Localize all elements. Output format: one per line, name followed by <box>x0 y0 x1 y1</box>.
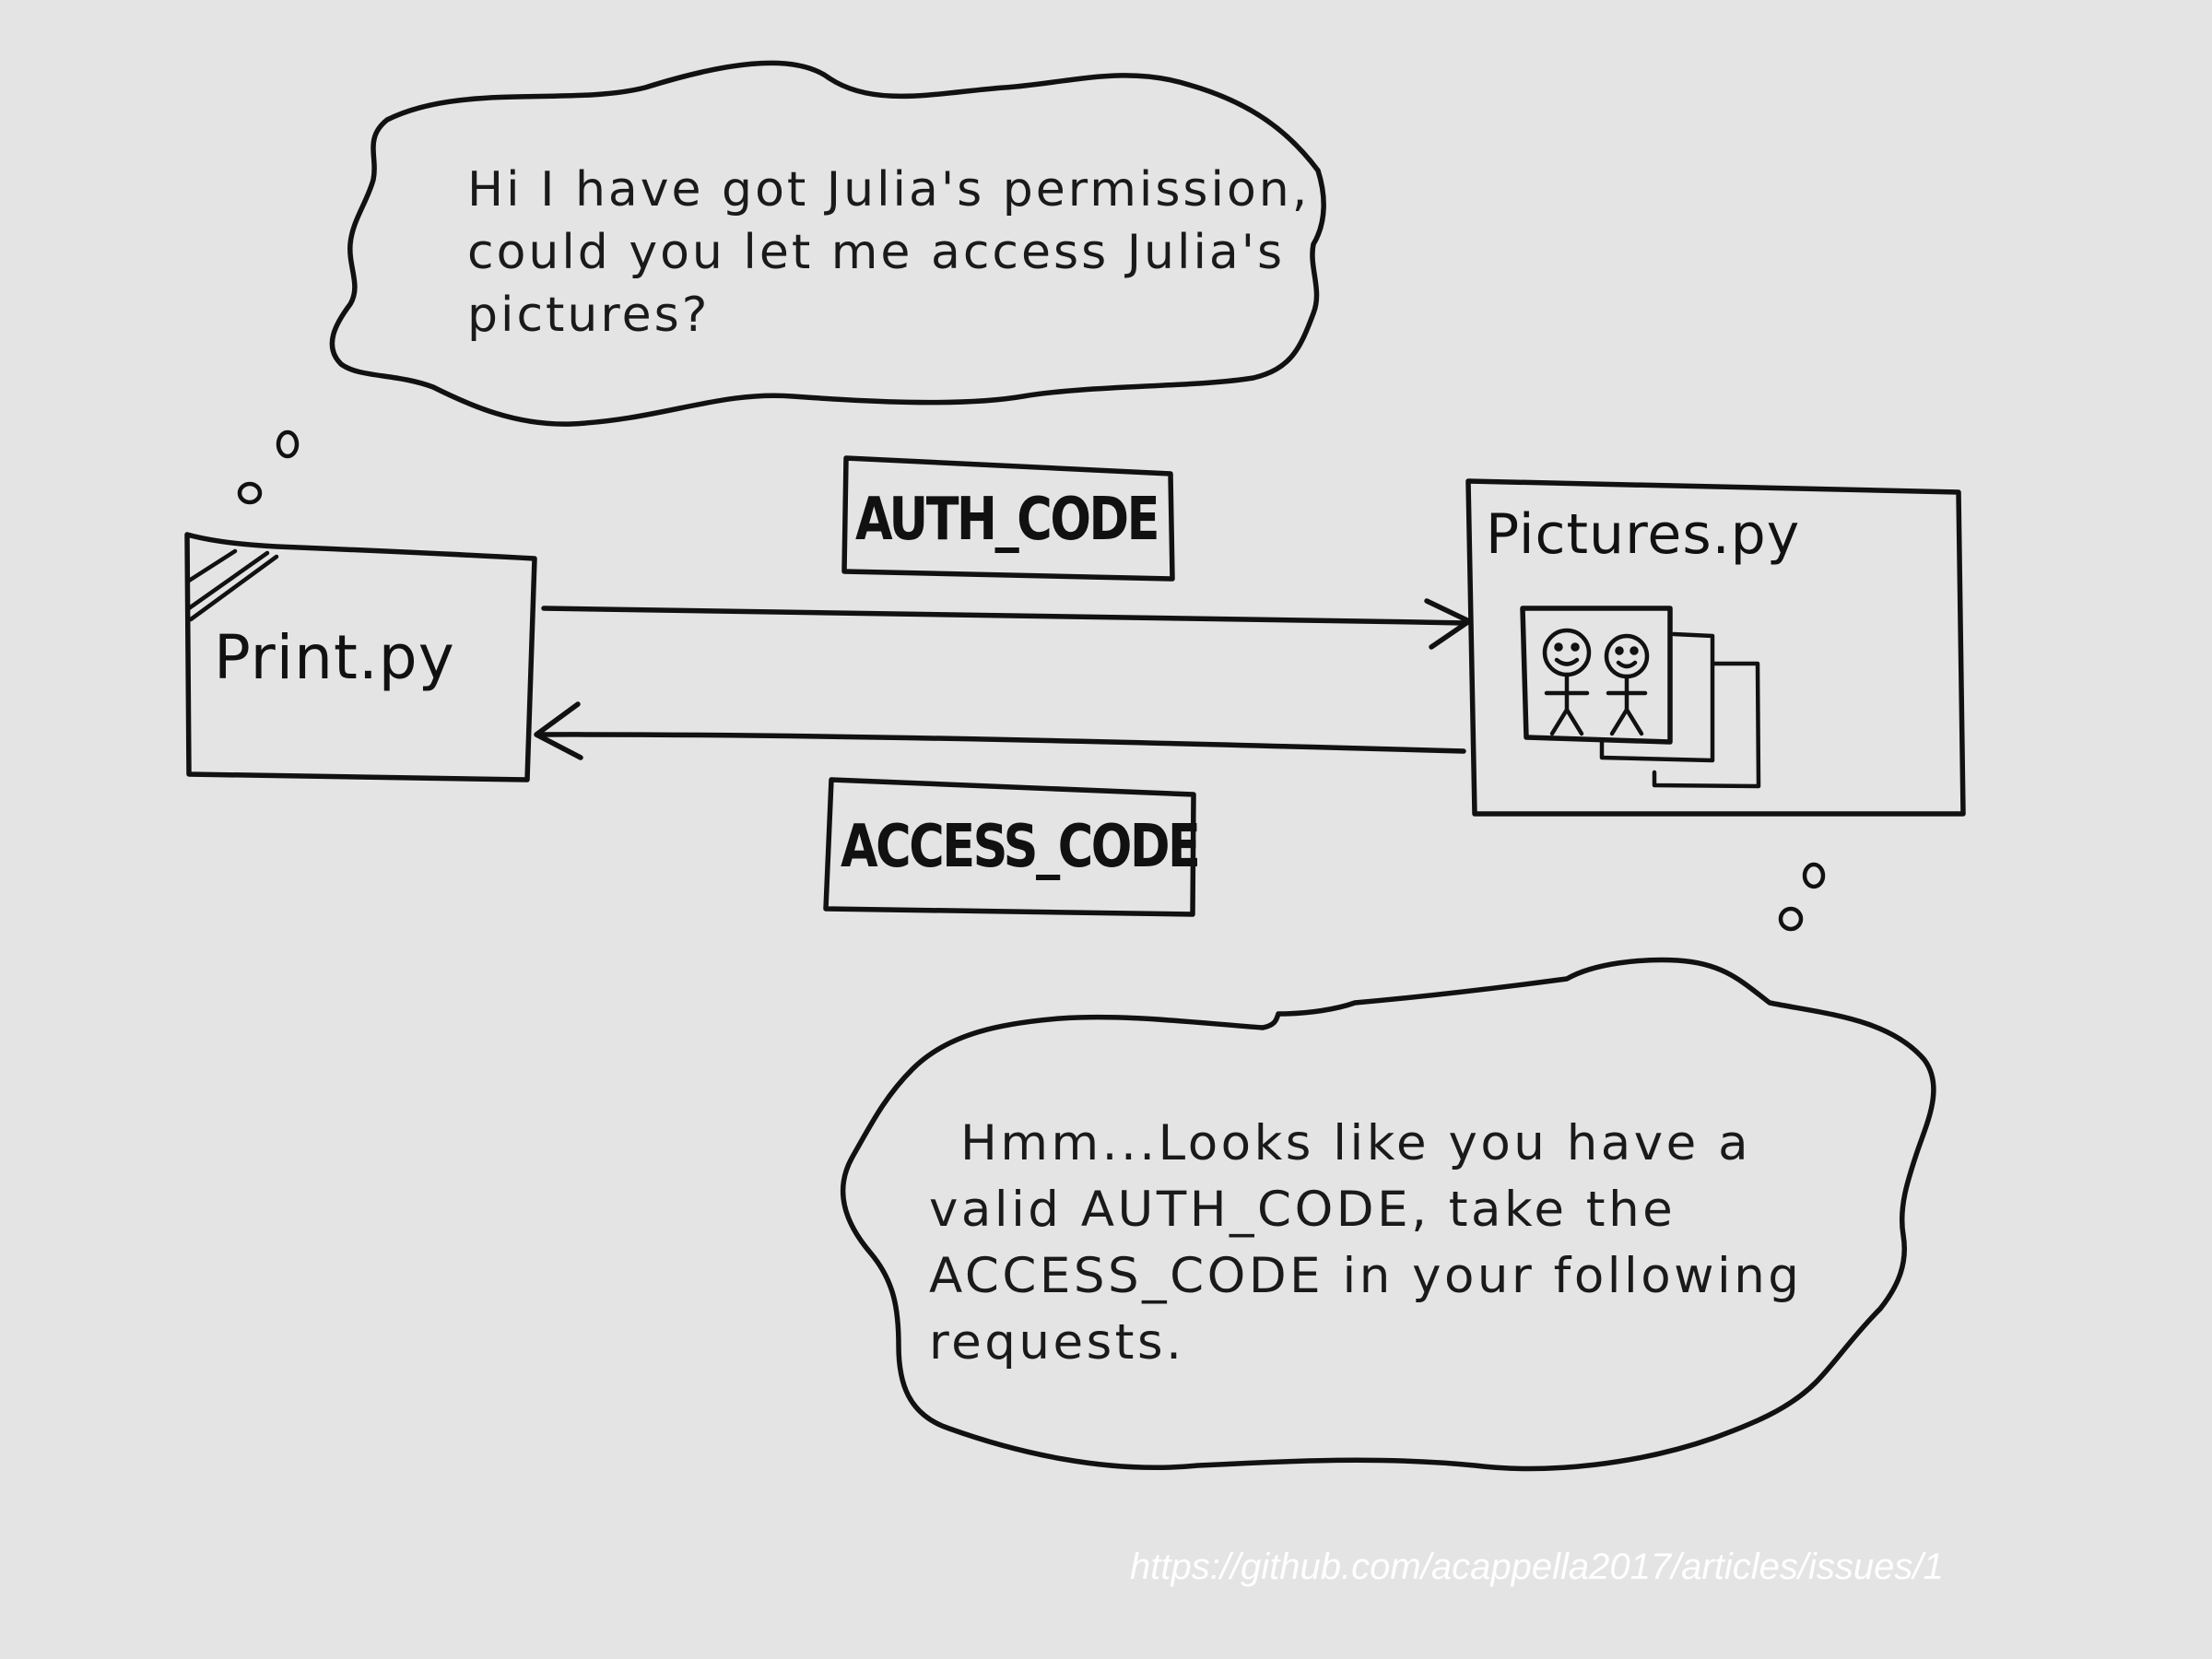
pictures-stack-front <box>1520 606 1673 745</box>
stick-figure-icon <box>1604 633 1650 736</box>
server-bubble-line: Hmm...Looks like you have a <box>960 1115 1752 1171</box>
auth-code-label: AUTH_CODE <box>855 486 1159 554</box>
server-bubble-line: requests. <box>929 1314 1185 1371</box>
thought-dot-icon <box>1778 906 1804 932</box>
auth-code-box <box>841 455 1175 582</box>
access-code-box <box>823 777 1196 917</box>
server-window-frame <box>1465 478 1966 817</box>
client-bubble-line: pictures? <box>467 288 711 343</box>
server-bubble-line: valid AUTH_CODE, take the <box>929 1182 1677 1238</box>
arrow-left-head <box>534 701 583 760</box>
pictures-stack-middle <box>1599 631 1715 763</box>
stick-figure-icon <box>1542 628 1592 736</box>
server-bubble-text: Hmm...Looks like you have a valid AUTH_C… <box>929 1111 1802 1376</box>
server-label: Pictures.py <box>1486 502 1801 567</box>
thought-dot-icon <box>276 429 300 459</box>
client-window-hatch <box>186 548 279 622</box>
client-thought-cloud <box>329 60 1326 427</box>
thought-dot-icon <box>1802 862 1826 889</box>
server-thought-cloud <box>840 957 1936 1472</box>
client-bubble-line: could you let me access Julia's <box>467 225 1286 280</box>
server-bubble-line: ACCESS_CODE in your following <box>929 1248 1803 1304</box>
client-window-frame <box>184 532 537 782</box>
source-link[interactable]: https://github.com/acappella2017/article… <box>1130 1547 1944 1587</box>
client-bubble-text: Hi I have got Julia's permission, could … <box>467 159 1310 347</box>
arrow-right-icon <box>541 606 1468 626</box>
client-label: Print.py <box>214 622 455 693</box>
client-bubble-line: Hi I have got Julia's permission, <box>467 162 1311 218</box>
access-code-label: ACCESS_CODE <box>841 813 1201 881</box>
pictures-stack-back <box>1652 661 1761 789</box>
thought-dot-icon <box>237 481 263 505</box>
arrow-left-icon <box>536 732 1466 754</box>
